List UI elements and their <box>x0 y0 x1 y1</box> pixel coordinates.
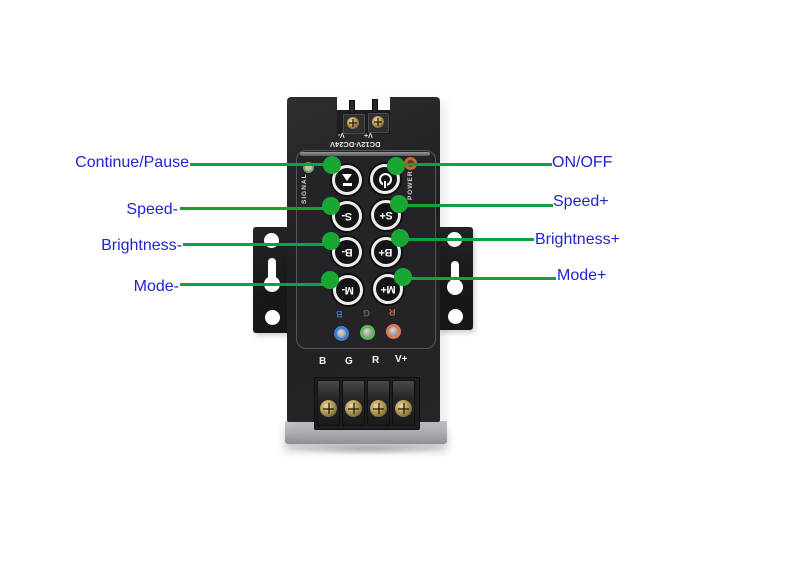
play-pause-button <box>332 165 362 195</box>
button-label: B+ <box>379 246 393 258</box>
button-label: B- <box>341 246 353 258</box>
output-terminal <box>317 380 340 426</box>
terminal-pin <box>349 100 355 114</box>
connector-line-mode-plus <box>403 277 556 280</box>
power-input-terminal <box>368 113 389 133</box>
connector-dot-continue-pause <box>323 156 341 174</box>
channel-led-label-blue: B <box>336 309 343 319</box>
play-pause-icon <box>342 174 352 186</box>
connector-line-on-off <box>396 163 552 166</box>
connector-line-mode-minus <box>180 283 331 286</box>
button-label: M- <box>342 284 354 296</box>
button-label: S- <box>342 210 352 222</box>
terminal-screw <box>320 400 337 417</box>
top-notch-cutout <box>337 97 390 110</box>
connector-line-brightness-minus <box>183 243 331 246</box>
drop-shadow <box>288 443 448 455</box>
flange-hole <box>447 308 463 324</box>
annotation-mode-plus: Mode+ <box>557 267 607 284</box>
connector-line-speed-minus <box>180 207 332 210</box>
annotation-brightness-minus: Brightness- <box>101 237 182 254</box>
connector-line-speed-plus <box>399 204 553 207</box>
power-label: POWER <box>407 170 414 200</box>
keyhole-circle <box>447 279 463 295</box>
terminal-screw <box>395 400 412 417</box>
annotation-speed-plus: Speed+ <box>553 193 609 210</box>
power-terminal-plus-label: V+ <box>364 131 373 138</box>
connector-dot-speed-minus <box>322 197 340 215</box>
annotation-brightness-plus: Brightness+ <box>535 231 620 248</box>
terminal-screw <box>347 117 359 129</box>
annotation-mode-minus: Mode- <box>133 278 179 295</box>
signal-label: SIGNAL <box>301 173 308 204</box>
annotation-continue-pause: Continue/Pause <box>75 154 189 171</box>
output-label-g: G <box>345 356 353 367</box>
connector-line-brightness-plus <box>401 238 534 241</box>
output-label-vplus: V+ <box>395 354 408 365</box>
flange-hole <box>264 309 280 325</box>
output-label-b: B <box>319 356 327 367</box>
power-input-terminal <box>343 114 365 134</box>
output-terminal <box>392 380 415 426</box>
keypad-panel <box>296 150 436 349</box>
power-terminal-minus-label: V- <box>338 131 345 138</box>
output-terminal <box>342 380 365 426</box>
connector-dot-on-off <box>387 157 405 175</box>
connector-dot-mode-plus <box>394 268 412 286</box>
channel-led-label-green: G <box>363 308 371 318</box>
connector-line-continue-pause <box>190 163 332 166</box>
button-label: S+ <box>379 209 393 221</box>
gloss-strip <box>300 152 430 156</box>
channel-led-green <box>360 325 375 340</box>
keyhole-slot <box>451 261 459 287</box>
annotation-speed-minus: Speed- <box>126 201 178 218</box>
button-label: M+ <box>380 283 396 295</box>
terminal-screw <box>345 400 362 417</box>
channel-led-blue <box>334 326 349 341</box>
channel-led-label-red: R <box>389 307 396 317</box>
power-icon <box>378 172 392 188</box>
connector-dot-mode-minus <box>321 271 339 289</box>
brightness-plus-button: B+ <box>371 237 401 267</box>
output-terminal-block <box>314 377 420 430</box>
terminal-pin <box>372 99 378 113</box>
output-label-r: R <box>372 355 380 366</box>
power-button <box>370 164 400 194</box>
terminal-screw <box>370 400 387 417</box>
output-terminal <box>367 380 390 426</box>
connector-dot-brightness-minus <box>322 232 340 250</box>
connector-dot-brightness-plus <box>391 229 409 247</box>
connector-dot-speed-plus <box>390 195 408 213</box>
channel-led-red <box>386 324 401 339</box>
terminal-screw <box>372 116 384 128</box>
keyhole-slot <box>267 258 276 284</box>
brightness-minus-button: B- <box>332 237 362 267</box>
annotation-on-off: ON/OFF <box>552 154 613 171</box>
voltage-range-label: DC12V-DC24V <box>330 140 381 149</box>
